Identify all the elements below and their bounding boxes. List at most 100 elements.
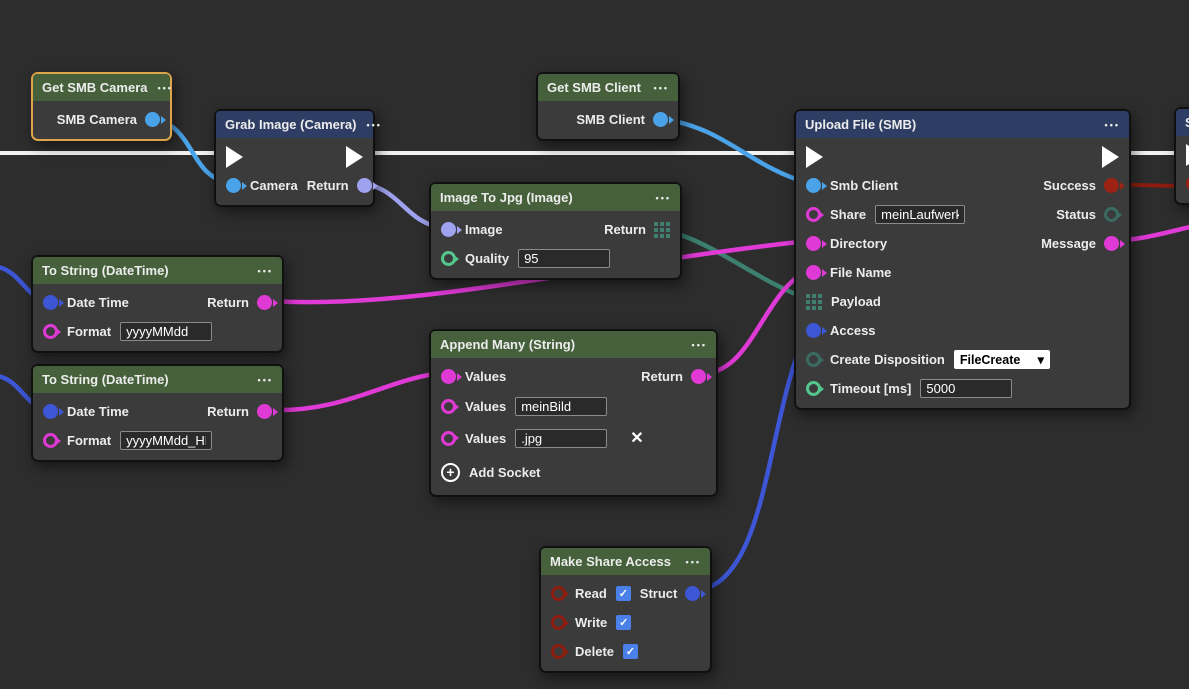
node-menu-icon[interactable]: •••: [257, 374, 273, 385]
input-socket-format[interactable]: [43, 433, 58, 448]
create-disposition-select[interactable]: FileCreate ▾: [953, 350, 1050, 369]
output-socket-return[interactable]: [691, 369, 706, 384]
node-header[interactable]: S: [1176, 109, 1189, 136]
node-header[interactable]: Grab Image (Camera) •••: [216, 111, 380, 138]
output-socket-status[interactable]: [1104, 207, 1119, 222]
input-socket-smb-client[interactable]: [806, 178, 821, 193]
exec-out-icon[interactable]: [346, 145, 363, 168]
output-socket-return[interactable]: [257, 404, 272, 419]
node-partial-right[interactable]: S: [1174, 107, 1189, 205]
input-socket-share[interactable]: [806, 207, 821, 222]
node-title: To String (DateTime): [42, 263, 169, 278]
node-menu-icon[interactable]: •••: [685, 556, 701, 567]
output-socket-return[interactable]: [257, 295, 272, 310]
delete-checkbox[interactable]: ✓: [623, 644, 639, 659]
exec-in-icon[interactable]: [226, 145, 243, 168]
input-socket-values-2[interactable]: [441, 399, 456, 414]
input-socket-delete[interactable]: [551, 644, 566, 659]
write-checkbox[interactable]: ✓: [616, 615, 632, 630]
node-header[interactable]: Upload File (SMB) •••: [796, 111, 1129, 138]
node-row: Smb Client Success: [796, 171, 1129, 200]
output-socket-smb-client[interactable]: [653, 112, 668, 127]
node-upload-file[interactable]: Upload File (SMB) ••• Smb Client Success…: [794, 109, 1131, 410]
input-socket-format[interactable]: [43, 324, 58, 339]
node-header[interactable]: Append Many (String) •••: [431, 331, 716, 358]
output-label: Status: [1056, 207, 1096, 222]
timeout-input[interactable]: [920, 379, 1013, 398]
node-menu-icon[interactable]: •••: [655, 192, 671, 203]
input-socket-read[interactable]: [551, 586, 566, 601]
selected-option: FileCreate: [959, 352, 1021, 367]
node-to-string-1[interactable]: To String (DateTime) ••• Date Time Retur…: [31, 255, 284, 353]
output-socket-success[interactable]: [1104, 178, 1119, 193]
output-label: Return: [641, 369, 683, 384]
input-socket-directory[interactable]: [806, 236, 821, 251]
wire-struct-to-access[interactable]: [695, 325, 811, 594]
input-socket[interactable]: [1186, 176, 1189, 191]
input-socket-file-name[interactable]: [806, 265, 821, 280]
share-input[interactable]: [875, 205, 966, 224]
output-socket-message[interactable]: [1104, 236, 1119, 251]
node-row: Quality: [431, 244, 680, 273]
node-row: Write ✓: [541, 608, 710, 637]
payload-grid-icon[interactable]: [806, 293, 822, 310]
node-header[interactable]: Image To Jpg (Image) •••: [431, 184, 680, 211]
output-socket-struct[interactable]: [685, 586, 701, 601]
node-grab-image[interactable]: Grab Image (Camera) ••• Camera Return: [214, 109, 380, 207]
node-row: Access: [796, 316, 1129, 345]
exec-in-icon[interactable]: [1186, 143, 1189, 166]
values-input-3[interactable]: [515, 428, 608, 448]
node-menu-icon[interactable]: •••: [157, 82, 173, 93]
input-socket-timeout[interactable]: [806, 381, 821, 396]
add-socket-label[interactable]: Add Socket: [469, 464, 541, 480]
format-input[interactable]: [120, 322, 213, 341]
node-menu-icon[interactable]: •••: [257, 265, 273, 276]
exec-out-icon[interactable]: [1102, 145, 1119, 168]
values-input-2[interactable]: [515, 397, 608, 416]
input-socket-quality[interactable]: [441, 251, 456, 266]
format-input[interactable]: [120, 431, 213, 450]
node-header[interactable]: To String (DateTime) •••: [33, 257, 282, 284]
node-row: SMB Camera: [33, 105, 170, 134]
wire-appendreturn-to-filename[interactable]: [703, 267, 811, 376]
node-header[interactable]: Get SMB Camera •••: [33, 74, 173, 101]
node-get-smb-camera[interactable]: Get SMB Camera ••• SMB Camera: [31, 72, 172, 141]
input-socket-camera[interactable]: [226, 178, 241, 193]
input-label: Create Disposition: [830, 352, 945, 367]
input-socket-write[interactable]: [551, 615, 566, 630]
node-menu-icon[interactable]: •••: [1104, 119, 1120, 130]
read-checkbox[interactable]: ✓: [615, 586, 631, 601]
input-socket-image[interactable]: [441, 222, 456, 237]
node-append-many[interactable]: Append Many (String) ••• Values Return V…: [429, 329, 718, 497]
node-menu-icon[interactable]: •••: [691, 339, 707, 350]
input-label: Delete: [575, 644, 615, 659]
input-socket-values-1[interactable]: [441, 369, 456, 384]
input-socket-create-disposition[interactable]: [806, 352, 821, 367]
node-make-share-access[interactable]: Make Share Access ••• Read ✓ Struct Writ…: [539, 546, 712, 673]
output-socket-smb-camera[interactable]: [145, 112, 160, 127]
exec-in-icon[interactable]: [806, 145, 823, 168]
node-row: SMB Client: [538, 105, 678, 134]
node-header[interactable]: To String (DateTime) •••: [33, 366, 282, 393]
input-socket-date-time[interactable]: [43, 295, 58, 310]
input-socket-values-3[interactable]: [441, 430, 456, 446]
node-header[interactable]: Get SMB Client •••: [538, 74, 678, 101]
add-socket-icon[interactable]: +: [441, 462, 460, 482]
node-image-to-jpg[interactable]: Image To Jpg (Image) ••• Image Return Qu…: [429, 182, 682, 280]
node-to-string-2[interactable]: To String (DateTime) ••• Date Time Retur…: [31, 364, 284, 462]
node-title: Get SMB Client: [547, 80, 641, 95]
wire-tostring2-to-values[interactable]: [267, 370, 446, 413]
remove-socket-icon[interactable]: ✕: [630, 430, 644, 447]
output-socket-return[interactable]: [356, 178, 372, 193]
quality-input[interactable]: [518, 249, 611, 268]
node-get-smb-client[interactable]: Get SMB Client ••• SMB Client: [536, 72, 680, 141]
node-header[interactable]: Make Share Access •••: [541, 548, 710, 575]
wire-tostring1-to-directory[interactable]: [267, 238, 811, 305]
input-socket-access[interactable]: [806, 323, 821, 338]
node-menu-icon[interactable]: •••: [366, 119, 382, 130]
wire-smbclient-to-smbclient[interactable]: [658, 116, 811, 186]
struct-grid-icon[interactable]: [654, 221, 670, 238]
node-menu-icon[interactable]: •••: [653, 82, 669, 93]
input-socket-date-time[interactable]: [43, 404, 58, 419]
